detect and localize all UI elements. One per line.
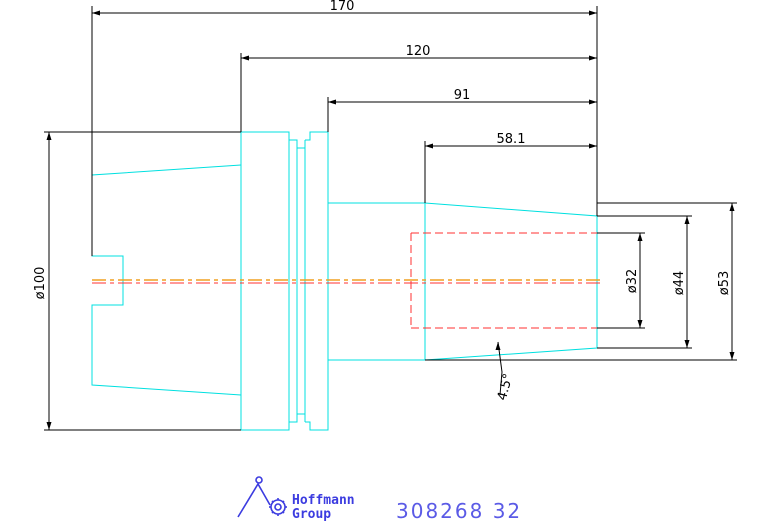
dimension-lines [44,6,737,431]
logo-text-line1: Hoffmann [292,493,355,508]
neck [328,202,598,361]
dim-length-120: 120 [406,44,431,59]
dim-length-91: 91 [454,88,471,103]
flange [240,131,290,431]
bore-hidden-lines [410,232,597,329]
centerline [92,279,600,284]
dim-diameter-44: ø44 [672,271,687,296]
taper-shank [91,164,242,396]
dim-diameter-53: ø53 [717,271,732,296]
logo-mark-icon [237,476,287,518]
part-outline [91,131,598,431]
dim-diameter-100: ø100 [33,267,48,300]
dim-length-58: 58.1 [497,132,526,147]
arrow-heads [46,10,735,430]
dim-diameter-32: ø32 [625,269,640,294]
dim-angle: 4.5° [495,372,517,402]
dim-overall-length: 170 [330,0,355,14]
logo-text-line2: Group [292,507,331,522]
groove [289,139,298,423]
hoffmann-group-logo: Hoffmann Group [237,476,355,522]
part-number: 308268 32 [396,499,522,523]
